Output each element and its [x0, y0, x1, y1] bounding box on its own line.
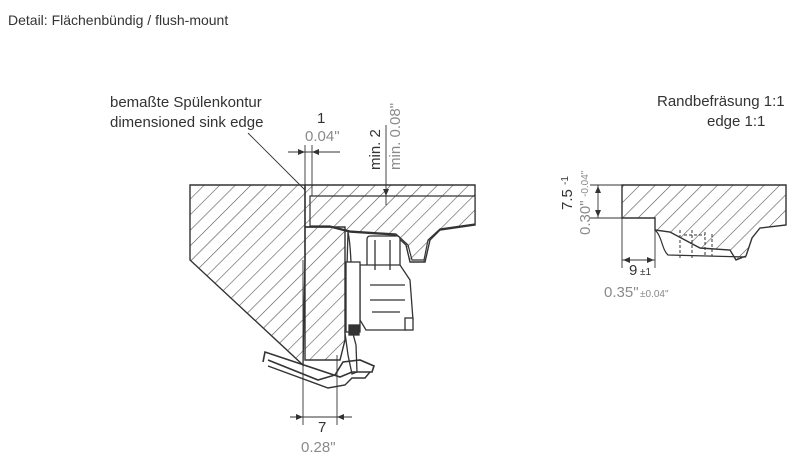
dim-top-mm: 1: [317, 110, 325, 127]
edge-clip-dashes: [679, 230, 713, 258]
arrow-icon: [595, 210, 601, 217]
edge-dim-height-tol-in: -0.04": [580, 170, 591, 197]
arrow-icon: [383, 189, 389, 196]
page-title: Detail: Flächenbündig / flush-mount: [8, 12, 229, 28]
edge-dim-height-tol-mm: -1: [560, 176, 571, 185]
edge-dim-width-tol-in: ±0.04": [640, 289, 669, 300]
dim-vert-in: min. 0.08": [387, 103, 404, 170]
arrow-icon: [337, 414, 344, 420]
countertop-section: [189, 184, 306, 367]
spring-clip: [262, 350, 375, 381]
edge-sink-outline: [654, 229, 747, 258]
edge-dim-width-mm: 9: [629, 262, 637, 279]
edge-countertop: [621, 184, 787, 261]
edge-title-de: Randbefräsung 1:1: [657, 93, 785, 110]
callout-en: dimensioned sink edge: [110, 114, 263, 131]
edge-dim-height-in: 0.30": [577, 200, 594, 235]
mounting-clip: [345, 235, 414, 336]
edge-dim-width-tol-mm: ±1: [640, 267, 651, 278]
arrow-icon: [595, 186, 601, 193]
callout-de: bemaßte Spülenkontur: [110, 94, 262, 111]
dim-bottom-in: 0.28": [301, 439, 336, 456]
edge-detail: Randbefräsung 1:1 edge 1:1 7.5 -1 0.30" …: [559, 93, 787, 301]
main-detail: 7 0.28" 1 0.04" min. 2 min. 0.08" bemaßt…: [110, 94, 476, 456]
dim-bottom-mm: 7: [318, 419, 326, 436]
dim-vert-mm: min. 2: [367, 129, 384, 170]
arrow-icon: [647, 257, 654, 263]
arrow-icon: [623, 257, 630, 263]
edge-title-en: edge 1:1: [707, 113, 765, 130]
arrow-icon: [296, 414, 303, 420]
spring-clip-inner: [267, 365, 371, 389]
edge-dim-height-mm: 7.5: [559, 189, 576, 210]
dim-top-in: 0.04": [305, 128, 340, 145]
countertop-lower: [304, 226, 346, 361]
arrow-icon: [312, 149, 319, 155]
cut-recess-hatch: [309, 195, 476, 261]
arrow-icon: [298, 149, 305, 155]
edge-dim-width-in: 0.35": [604, 284, 639, 301]
callout-leader: [247, 132, 306, 191]
